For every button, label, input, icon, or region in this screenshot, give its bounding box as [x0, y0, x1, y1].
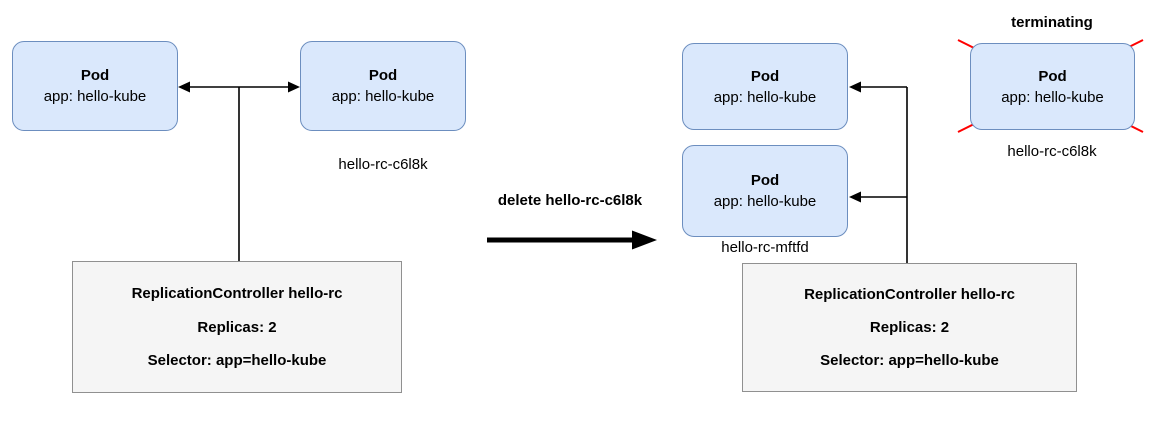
- pod-name-label-c6l8k: hello-rc-c6l8k: [338, 156, 428, 173]
- terminating-status-label: terminating: [1011, 14, 1093, 31]
- pod-box-left-1: Pod app: hello-kube: [12, 41, 178, 131]
- pod-app-label: app: hello-kube: [43, 88, 147, 105]
- arrowhead-pod2-icon: [849, 191, 861, 203]
- pod-box-right-1: Pod app: hello-kube: [682, 43, 848, 130]
- pod-box-terminating: Pod app: hello-kube: [970, 43, 1135, 130]
- transition-arrow-icon: [487, 230, 657, 250]
- rc-selector: Selector: app=hello-kube: [820, 352, 999, 369]
- right-rc-connector: [849, 81, 908, 263]
- pod-app-label: app: hello-kube: [1001, 88, 1104, 106]
- pod-title: Pod: [1038, 67, 1067, 85]
- rc-replicas: Replicas: 2: [197, 318, 277, 336]
- pod-box-right-2: Pod app: hello-kube: [682, 145, 848, 237]
- pod-name-label-mftfd: hello-rc-mftfd: [721, 239, 809, 256]
- pod-title: Pod: [750, 67, 780, 85]
- replication-controller-box-right: ReplicationController hello-rc Replicas:…: [742, 263, 1077, 392]
- pod-title: Pod: [368, 67, 398, 84]
- pod-app-label: app: hello-kube: [713, 193, 817, 210]
- pod-name-label-terminating: hello-rc-c6l8k: [1007, 143, 1097, 160]
- pod-box-left-2: Pod app: hello-kube: [300, 41, 466, 131]
- pod-title: Pod: [750, 172, 780, 189]
- rc-title: ReplicationController hello-rc: [131, 284, 343, 302]
- pod-app-label: app: hello-kube: [713, 88, 817, 106]
- transition-label: delete hello-rc-c6l8k: [497, 192, 643, 209]
- pod-app-label: app: hello-kube: [331, 88, 435, 105]
- rc-replicas: Replicas: 2: [869, 319, 950, 336]
- replication-controller-box-left: ReplicationController hello-rc Replicas:…: [72, 261, 402, 393]
- arrowhead-left-icon: [178, 81, 190, 93]
- left-pods-double-arrow: [178, 81, 300, 93]
- arrowhead-pod1-icon: [849, 81, 861, 93]
- arrowhead-right-icon: [288, 81, 300, 93]
- pod-title: Pod: [80, 67, 110, 84]
- rc-selector: Selector: app=hello-kube: [147, 352, 327, 370]
- rc-title: ReplicationController hello-rc: [804, 286, 1015, 303]
